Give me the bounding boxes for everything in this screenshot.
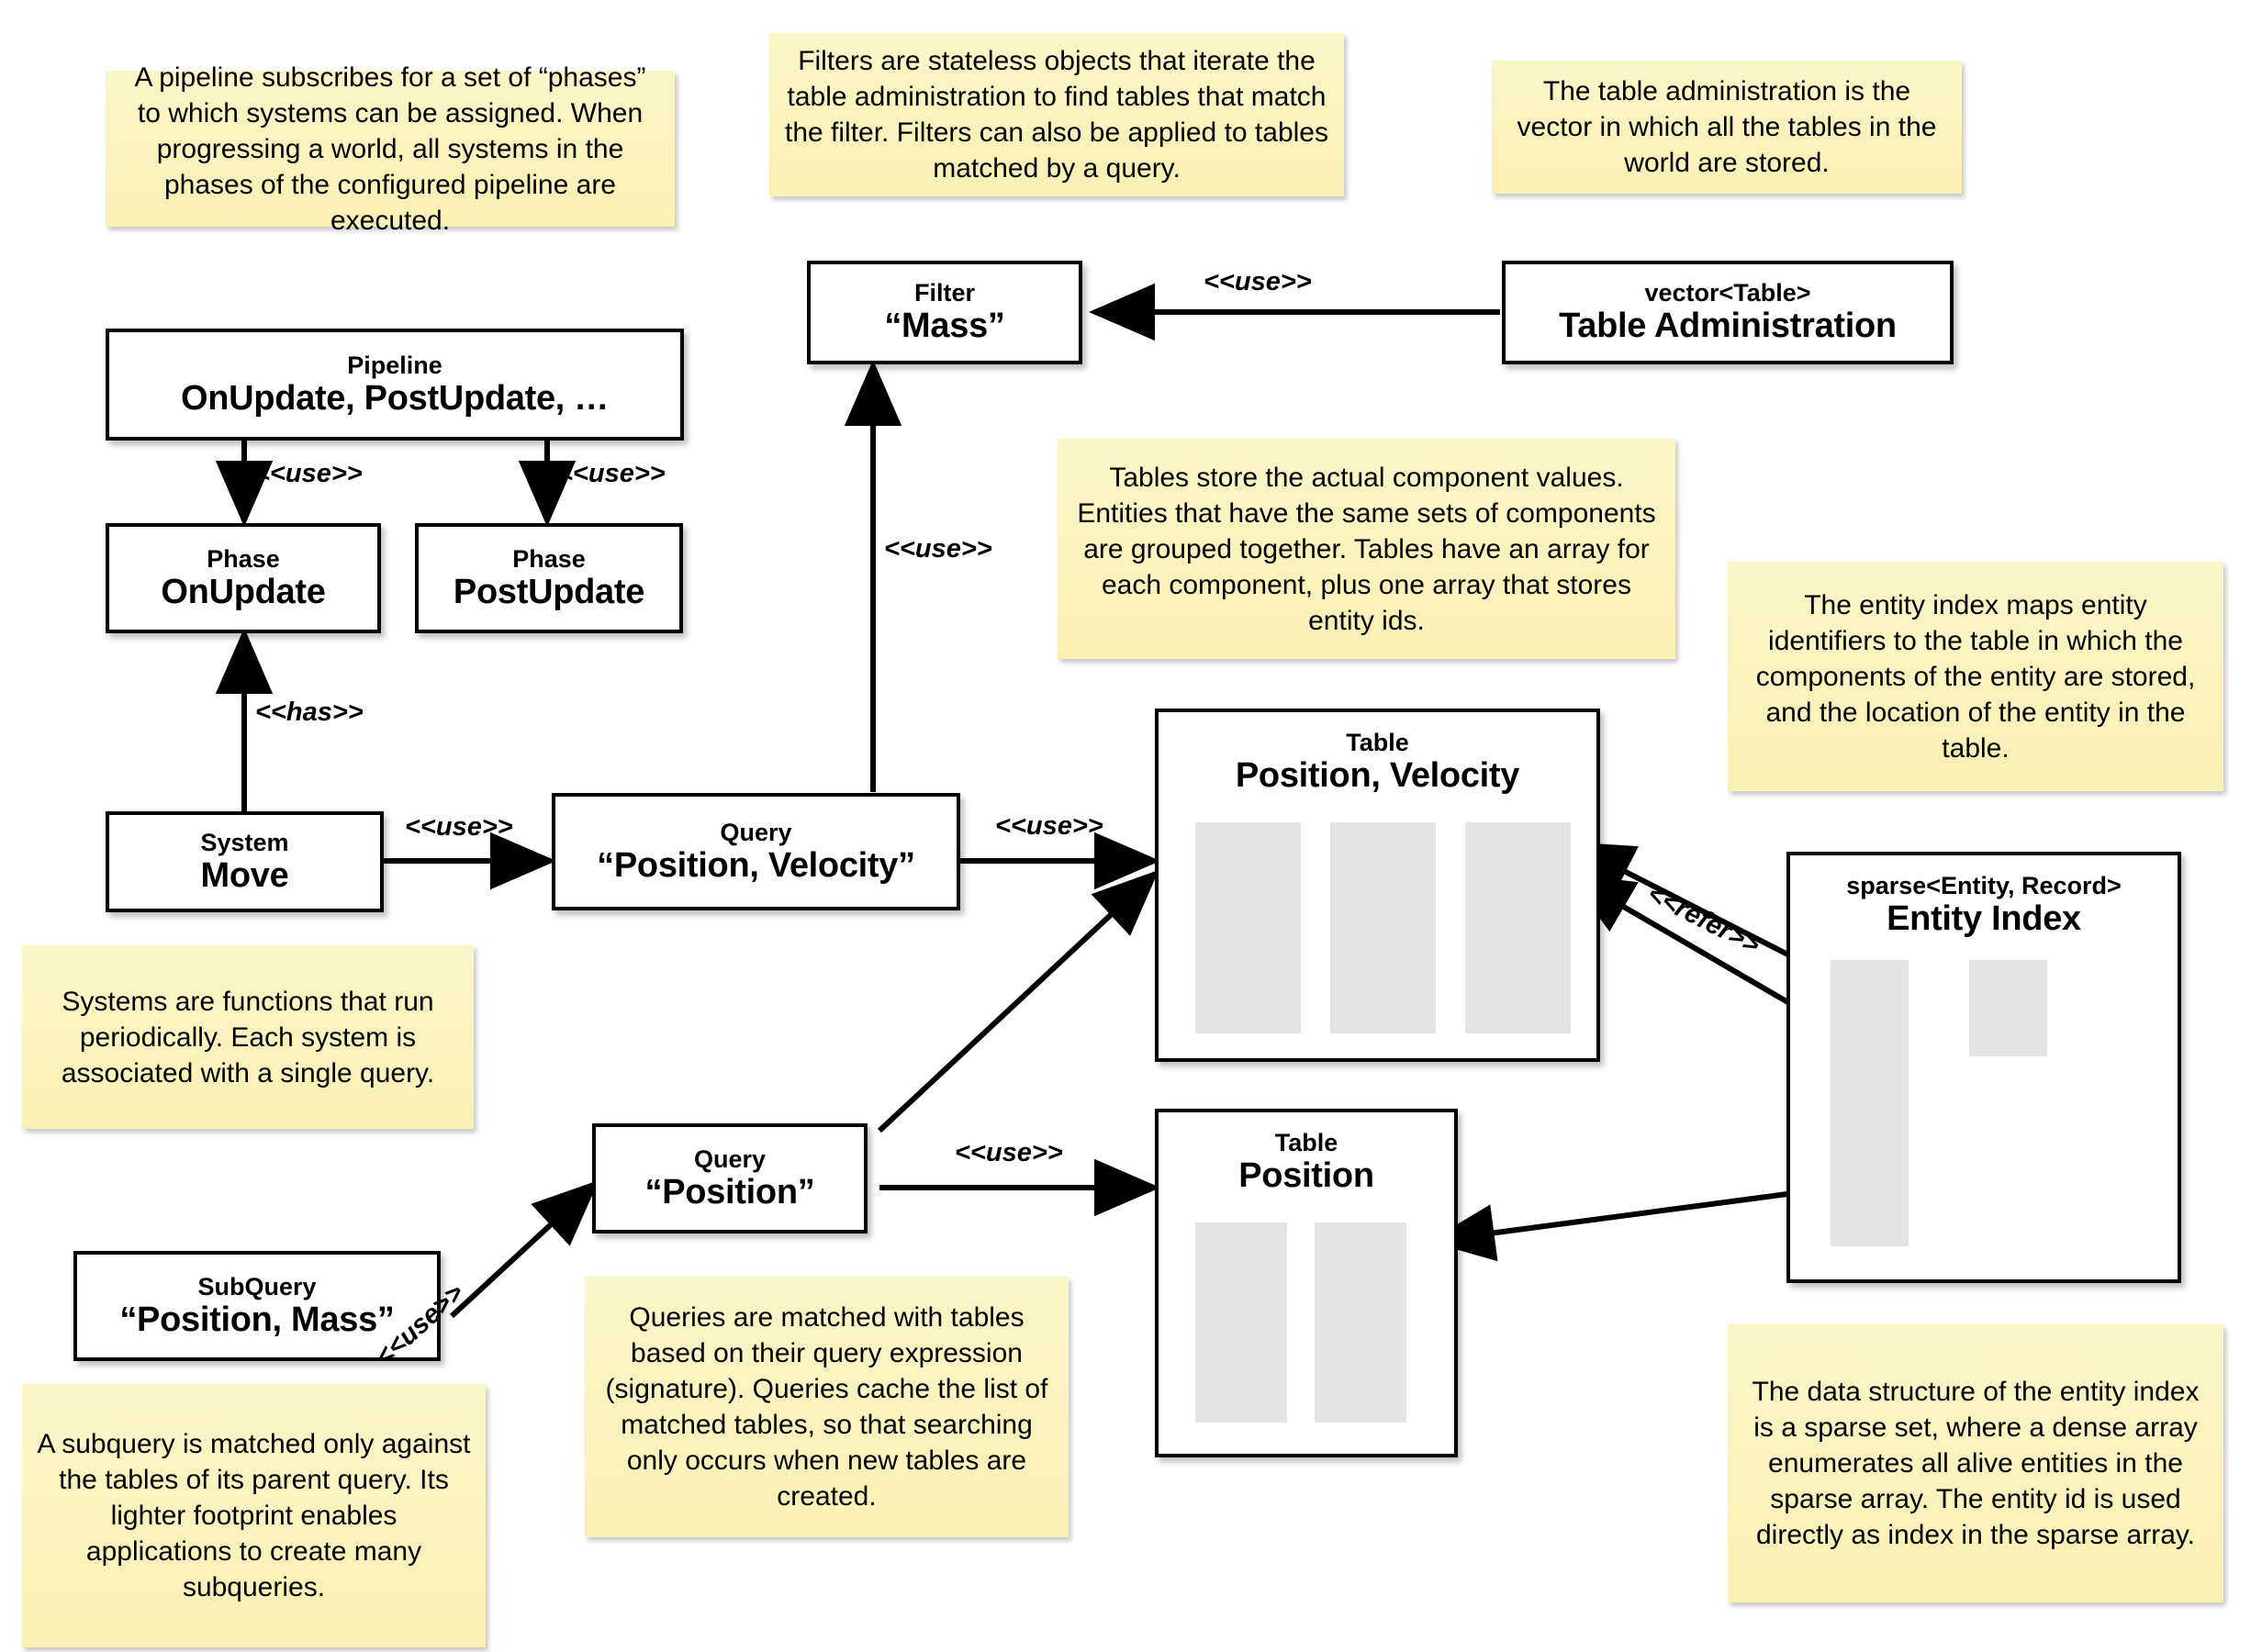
node-phase-postupdate-stereotype: Phase	[512, 544, 586, 573]
note-table-admin-text: The table administration is the vector i…	[1517, 76, 1937, 178]
node-system-move[interactable]: System Move	[106, 811, 384, 912]
node-table-position-velocity[interactable]: Table Position, Velocity	[1155, 709, 1600, 1062]
table-position-velocity-columns	[1195, 822, 1571, 1033]
note-systems: Systems are functions that run periodica…	[22, 945, 474, 1129]
entity-index-dense-array	[1969, 960, 2047, 1056]
node-entity-index[interactable]: sparse<Entity, Record> Entity Index	[1786, 852, 2181, 1283]
node-subquery-position-mass-stereotype: SubQuery	[197, 1272, 317, 1300]
edge-label-index-tablepv: <<refer>>	[1642, 879, 1764, 961]
table-column	[1465, 822, 1571, 1033]
node-table-administration-stereotype: vector<Table>	[1644, 279, 1811, 307]
edge-label-pipeline-postupdate: <<use>>	[557, 459, 666, 488]
note-entity-index: The entity index maps entity identifiers…	[1728, 562, 2223, 791]
node-phase-postupdate-name: PostUpdate	[453, 572, 645, 611]
note-tables: Tables store the actual component values…	[1058, 439, 1675, 659]
node-subquery-position-mass-name: “Position, Mass”	[119, 1300, 395, 1339]
note-pipeline: A pipeline subscribes for a set of “phas…	[106, 62, 675, 236]
node-phase-postupdate[interactable]: Phase PostUpdate	[415, 523, 683, 633]
edge-label-system-phase: <<has>>	[255, 698, 364, 727]
node-phase-onupdate-name: OnUpdate	[161, 572, 326, 611]
node-pipeline-stereotype: Pipeline	[347, 351, 442, 379]
edge-queryp-tablepv	[877, 869, 1159, 1133]
node-table-administration[interactable]: vector<Table> Table Administration	[1502, 261, 1954, 364]
node-table-position[interactable]: Table Position	[1155, 1109, 1458, 1457]
note-queries: Queries are matched with tables based on…	[585, 1277, 1069, 1537]
node-filter-name: “Mass”	[884, 307, 1005, 346]
node-filter-stereotype: Filter	[913, 279, 975, 307]
node-table-position-name: Position	[1238, 1156, 1374, 1196]
node-table-position-velocity-name: Position, Velocity	[1235, 756, 1520, 796]
note-systems-text: Systems are functions that run periodica…	[61, 986, 435, 1088]
note-pipeline-text: A pipeline subscribes for a set of “phas…	[134, 61, 646, 236]
edge-label-system-query: <<use>>	[405, 812, 513, 842]
edge-subquery-queryp	[449, 1179, 599, 1319]
table-column	[1195, 1222, 1287, 1423]
node-phase-onupdate[interactable]: Phase OnUpdate	[106, 523, 381, 633]
edge-label-pipeline-onupdate: <<use>>	[254, 459, 363, 488]
note-subquery-text: A subquery is matched only against the t…	[37, 1429, 471, 1602]
node-query-position-velocity-name: “Position, Velocity”	[597, 845, 915, 885]
node-table-position-velocity-stereotype: Table	[1346, 729, 1409, 756]
node-system-move-name: Move	[200, 855, 289, 895]
node-query-position-velocity-stereotype: Query	[720, 818, 792, 846]
edge-label-admin-filter: <<use>>	[1204, 267, 1312, 296]
table-column	[1195, 822, 1301, 1033]
node-query-position-stereotype: Query	[693, 1144, 767, 1173]
edge-label-querypv-tablepv: <<use>>	[995, 811, 1103, 841]
node-subquery-position-mass[interactable]: SubQuery “Position, Mass”	[73, 1251, 441, 1361]
note-sparse-set: The data structure of the entity index i…	[1728, 1324, 2223, 1602]
note-subquery: A subquery is matched only against the t…	[22, 1384, 486, 1647]
node-pipeline-name: OnUpdate, PostUpdate, …	[180, 378, 610, 418]
entity-index-sparse-array	[1831, 960, 1909, 1246]
node-table-administration-name: Table Administration	[1559, 307, 1897, 346]
node-query-position[interactable]: Query “Position”	[592, 1123, 868, 1233]
edge-label-queryp-tablep: <<use>>	[955, 1138, 1063, 1167]
node-pipeline[interactable]: Pipeline OnUpdate, PostUpdate, …	[106, 329, 684, 441]
node-query-position-velocity[interactable]: Query “Position, Velocity”	[552, 793, 960, 910]
note-filter: Filters are stateless objects that itera…	[769, 33, 1344, 196]
node-filter[interactable]: Filter “Mass”	[807, 261, 1082, 364]
table-column	[1315, 1222, 1406, 1423]
note-tables-text: Tables store the actual component values…	[1077, 462, 1656, 636]
table-column	[1330, 822, 1436, 1033]
node-system-move-stereotype: System	[200, 828, 289, 856]
node-entity-index-stereotype: sparse<Entity, Record>	[1846, 872, 2122, 899]
node-table-position-stereotype: Table	[1274, 1129, 1338, 1156]
node-phase-onupdate-stereotype: Phase	[207, 544, 280, 573]
note-filter-text: Filters are stateless objects that itera…	[784, 46, 1328, 184]
note-sparse-set-text: The data structure of the entity index i…	[1752, 1377, 2200, 1550]
note-queries-text: Queries are matched with tables based on…	[605, 1302, 1048, 1512]
edge-label-query-filter: <<use>>	[884, 534, 992, 564]
node-entity-index-name: Entity Index	[1887, 899, 2081, 939]
note-table-admin: The table administration is the vector i…	[1492, 61, 1962, 194]
note-entity-index-text: The entity index maps entity identifiers…	[1755, 589, 2196, 764]
table-position-columns	[1195, 1222, 1406, 1423]
node-query-position-name: “Position”	[644, 1172, 815, 1211]
